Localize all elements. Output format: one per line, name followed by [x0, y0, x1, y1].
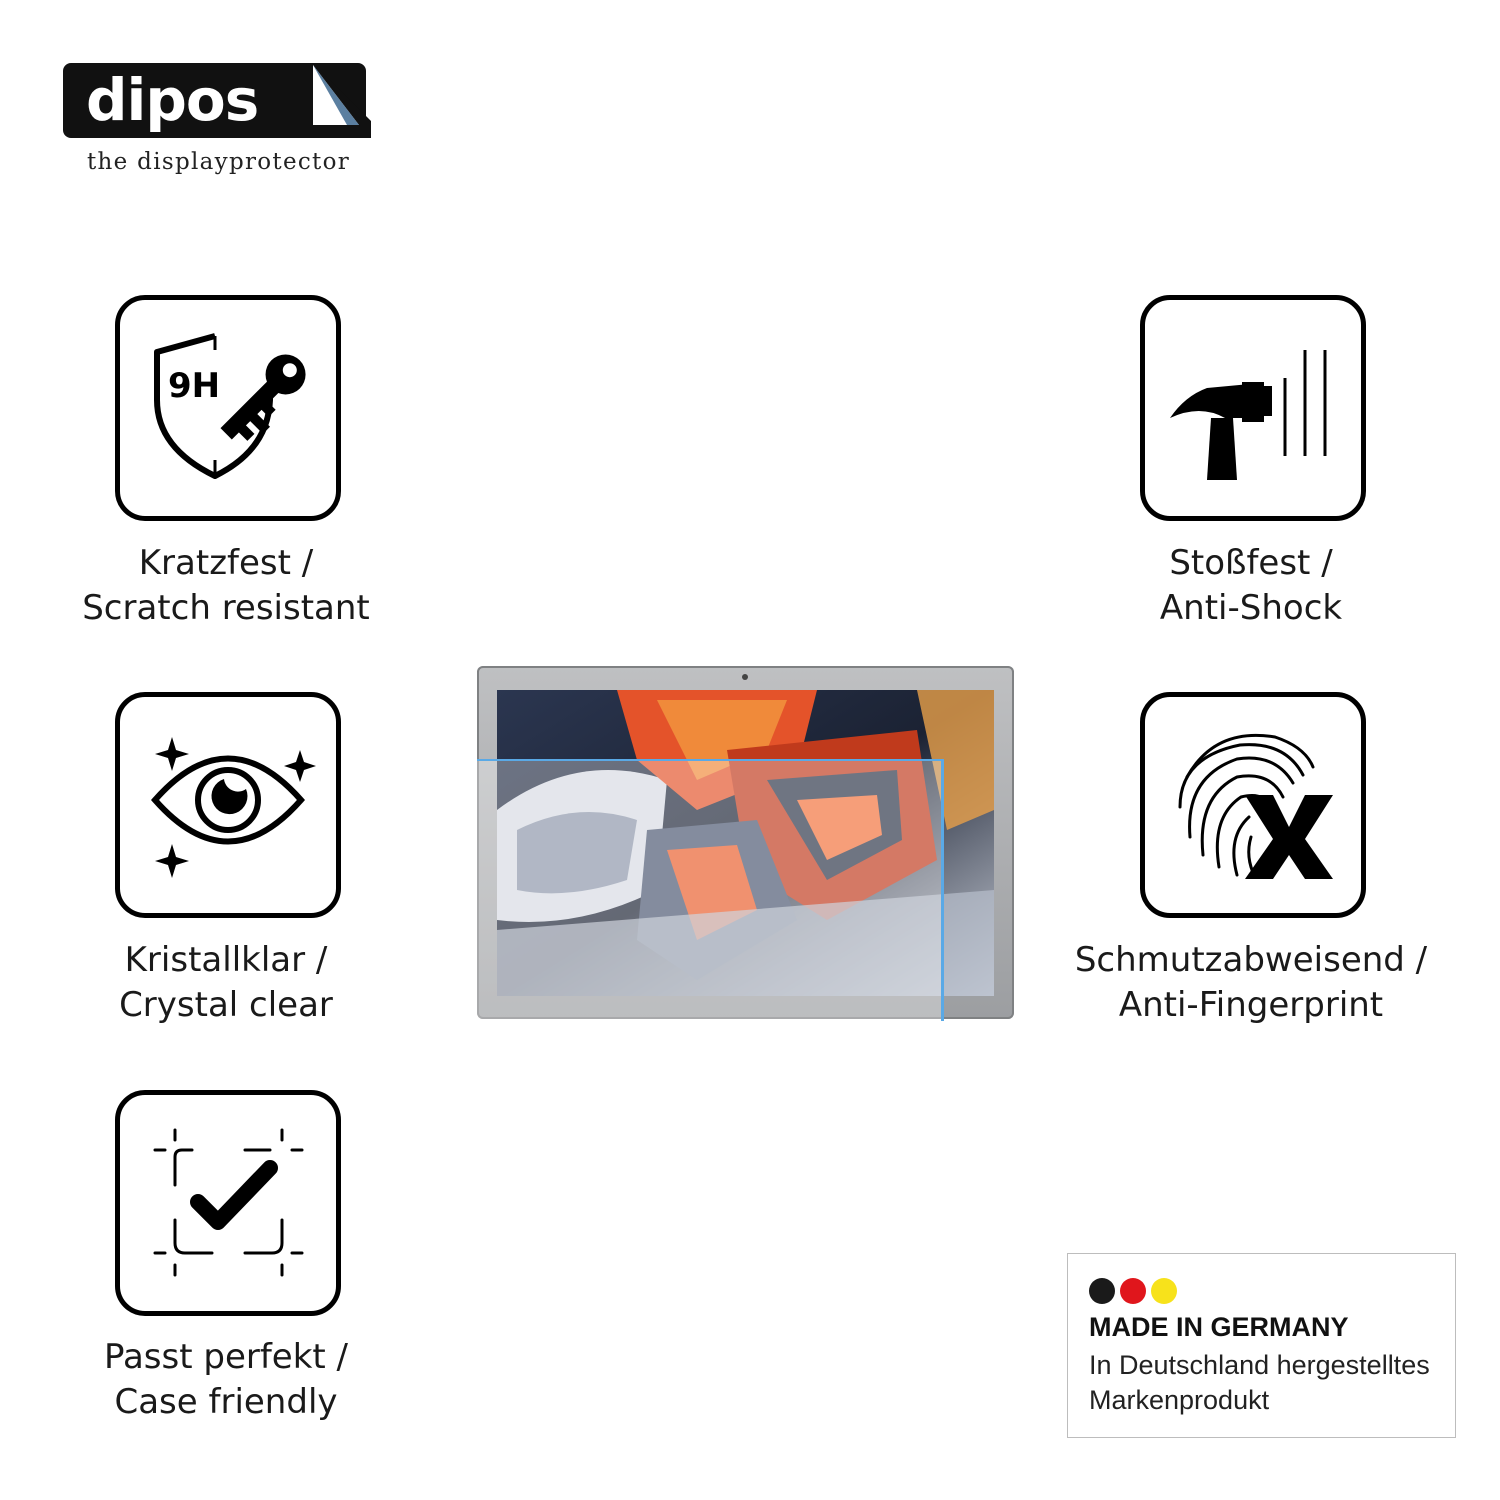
made-in-germany-badge: MADE IN GERMANY In Deutschland hergestel…: [1067, 1253, 1456, 1438]
caption-german: Kratzfest /: [138, 543, 314, 583]
caption-english: Anti-Shock: [1159, 588, 1343, 628]
scratch-resistant-tile: 9H: [115, 295, 341, 521]
caption-english: Anti-Fingerprint: [1118, 985, 1384, 1025]
peel-corner-icon: [313, 63, 371, 138]
caption-german: Passt perfekt /: [103, 1337, 349, 1377]
crystal-clear-tile: [115, 692, 341, 918]
checkmark-frame-icon: [153, 1128, 304, 1277]
crystal-clear-caption: Kristallklar / Crystal clear: [0, 938, 456, 1028]
anti-fingerprint-tile: [1140, 692, 1366, 918]
flag-dot-black: [1089, 1278, 1115, 1304]
anti-fingerprint-caption: Schmutzabweisend / Anti-Fingerprint: [1021, 938, 1481, 1028]
tablet-image: [477, 666, 1014, 1021]
case-friendly-tile: [115, 1090, 341, 1316]
badge-subtitle: In Deutschland hergestelltes Markenprodu…: [1089, 1348, 1449, 1418]
hammer-icon: [1170, 350, 1327, 480]
logo-wordmark: dipos: [86, 66, 259, 134]
flag-dot-red: [1120, 1278, 1146, 1304]
badge-subtitle-line1: In Deutschland hergestelltes: [1089, 1350, 1430, 1380]
scratch-resistant-caption: Kratzfest / Scratch resistant: [0, 541, 456, 631]
caption-english: Case friendly: [114, 1382, 338, 1422]
caption-german: Kristallklar /: [124, 940, 328, 980]
flag-dot-gold: [1151, 1278, 1177, 1304]
screen-protector-overlay: [477, 759, 944, 1021]
anti-shock-caption: Stoßfest / Anti-Shock: [1021, 541, 1481, 631]
tablet-screen: [497, 690, 994, 996]
dipos-logo: dipos the displayprotector: [63, 63, 373, 183]
case-friendly-caption: Passt perfekt / Case friendly: [0, 1335, 456, 1425]
caption-english: Scratch resistant: [82, 588, 370, 628]
badge-title: MADE IN GERMANY: [1089, 1312, 1349, 1342]
anti-shock-tile: [1140, 295, 1366, 521]
caption-english: Crystal clear: [119, 985, 333, 1025]
badge-subtitle-line2: Markenprodukt: [1089, 1385, 1270, 1415]
logo-tagline: the displayprotector: [87, 149, 351, 175]
fingerprint-x-icon: [1178, 733, 1333, 879]
shield-9h-key-icon: 9H: [154, 333, 306, 479]
caption-german: Stoßfest /: [1169, 543, 1333, 583]
svg-text:9H: 9H: [168, 366, 220, 406]
screen-artwork: [497, 690, 994, 996]
camera-dot: [742, 674, 748, 680]
caption-german: Schmutzabweisend /: [1074, 940, 1428, 980]
eye-sparkle-icon: [151, 737, 316, 878]
